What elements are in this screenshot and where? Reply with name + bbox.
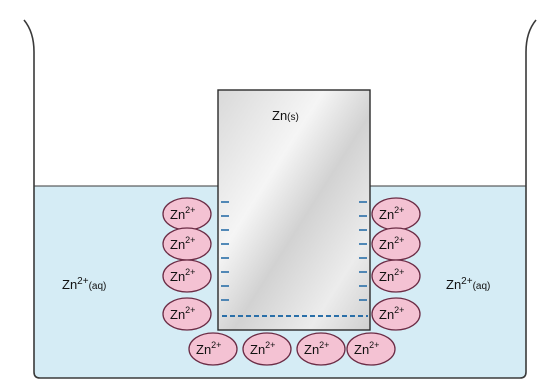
zinc-ion-symbol: Zn [170,269,185,284]
zinc-ion: Zn2+ [372,198,420,230]
zinc-ion: Zn2+ [372,228,420,260]
zinc-electrode [218,90,370,330]
zinc-ion-symbol: Zn [379,237,394,252]
zinc-ion-charge: 2+ [211,340,221,350]
zinc-ion: Zn2+ [297,333,345,365]
zinc-ion-symbol: Zn [379,307,394,322]
zinc-ion: Zn2+ [243,333,291,365]
zinc-ion-symbol: Zn [196,342,211,357]
zinc-ion-charge: 2+ [185,205,195,215]
zinc-ion: Zn2+ [347,333,395,365]
solution-label-left-state: (aq) [89,281,107,292]
zinc-ion-charge: 2+ [394,235,404,245]
zinc-ion-charge: 2+ [185,235,195,245]
zinc-ion-charge: 2+ [319,340,329,350]
zinc-ion: Zn2+ [372,260,420,292]
zinc-ion: Zn2+ [163,298,211,330]
zinc-ion-charge: 2+ [394,205,404,215]
zinc-ion: Zn2+ [163,198,211,230]
zinc-ion-charge: 2+ [369,340,379,350]
zinc-ion-symbol: Zn [170,237,185,252]
zinc-ion-charge: 2+ [185,267,195,277]
zinc-ion: Zn2+ [163,228,211,260]
solution-label-left-charge: 2+ [77,276,89,287]
zinc-ion-charge: 2+ [394,267,404,277]
solution-label-left-main: Zn [62,277,77,292]
solution-label-right-charge: 2+ [461,276,473,287]
zinc-ion-symbol: Zn [170,307,185,322]
zinc-ion: Zn2+ [372,298,420,330]
zinc-ion-charge: 2+ [265,340,275,350]
zinc-ion-symbol: Zn [379,207,394,222]
electrode-label-state: (s) [287,112,299,123]
zinc-ion-symbol: Zn [354,342,369,357]
solution-label-right-state: (aq) [473,281,491,292]
electrode-label-main: Zn [272,108,287,123]
solution-label-right-main: Zn [446,277,461,292]
zinc-ion-charge: 2+ [394,305,404,315]
zinc-ion: Zn2+ [189,333,237,365]
zinc-ion-symbol: Zn [379,269,394,284]
zinc-ion-charge: 2+ [185,305,195,315]
zinc-ion-symbol: Zn [170,207,185,222]
zinc-ion: Zn2+ [163,260,211,292]
zinc-ion-symbol: Zn [304,342,319,357]
zinc-ion-symbol: Zn [250,342,265,357]
